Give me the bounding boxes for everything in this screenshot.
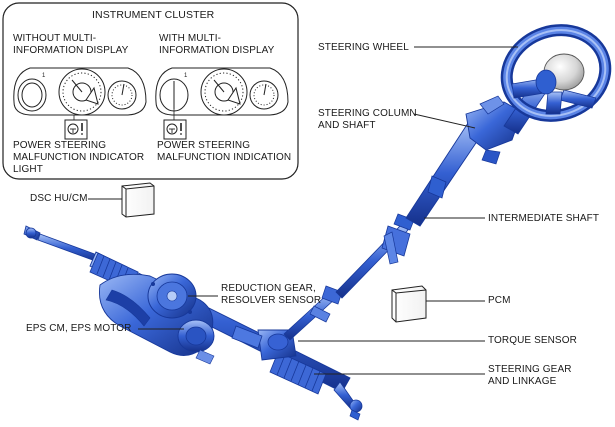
without-mid-label: WITHOUT MULTI- INFORMATION DISPLAY bbox=[13, 33, 129, 56]
cluster-without-mid: 1 bbox=[13, 67, 147, 116]
cluster-with-mid: 1 bbox=[155, 67, 289, 116]
indicator-light-label: POWER STEERING MALFUNCTION INDICATOR LIG… bbox=[13, 140, 145, 175]
right-tie-rod bbox=[333, 381, 363, 421]
steering-wheel-label: STEERING WHEEL bbox=[318, 42, 409, 53]
svg-text:1: 1 bbox=[184, 73, 188, 79]
svg-text:1: 1 bbox=[42, 73, 46, 79]
dsc-label: DSC HU/CM bbox=[30, 193, 88, 204]
steering-wheel bbox=[500, 24, 612, 122]
with-mid-label: WITH MULTI- INFORMATION DISPLAY bbox=[159, 33, 275, 56]
torque-sensor-label: TORQUE SENSOR bbox=[488, 335, 577, 346]
torque-sensor-housing bbox=[231, 325, 297, 361]
leader-lines bbox=[88, 46, 518, 375]
reduction-gear-label: REDUCTION GEAR, RESOLVER SENSOR bbox=[221, 283, 322, 306]
pcm-module-box bbox=[391, 285, 427, 323]
reduction-gear-housing bbox=[147, 273, 197, 319]
intermediate-shaft-label: INTERMEDIATE SHAFT bbox=[488, 213, 600, 224]
steering-column-label: STEERING COLUMN AND SHAFT bbox=[318, 108, 417, 131]
pcm-label: PCM bbox=[488, 295, 511, 306]
steering-column bbox=[405, 83, 547, 227]
left-tie-rod bbox=[23, 225, 101, 263]
indication-label: POWER STEERING MALFUNCTION INDICATION bbox=[157, 140, 292, 163]
intermediate-shaft bbox=[335, 213, 415, 299]
warning-indication-icon bbox=[163, 119, 187, 140]
cluster-title: INSTRUMENT CLUSTER bbox=[92, 9, 215, 21]
eps-label: EPS CM, EPS MOTOR bbox=[26, 323, 132, 334]
dsc-module-box bbox=[121, 182, 155, 218]
warning-lamp-icon bbox=[64, 119, 88, 140]
steering-gear-label: STEERING GEAR AND LINKAGE bbox=[488, 364, 572, 387]
